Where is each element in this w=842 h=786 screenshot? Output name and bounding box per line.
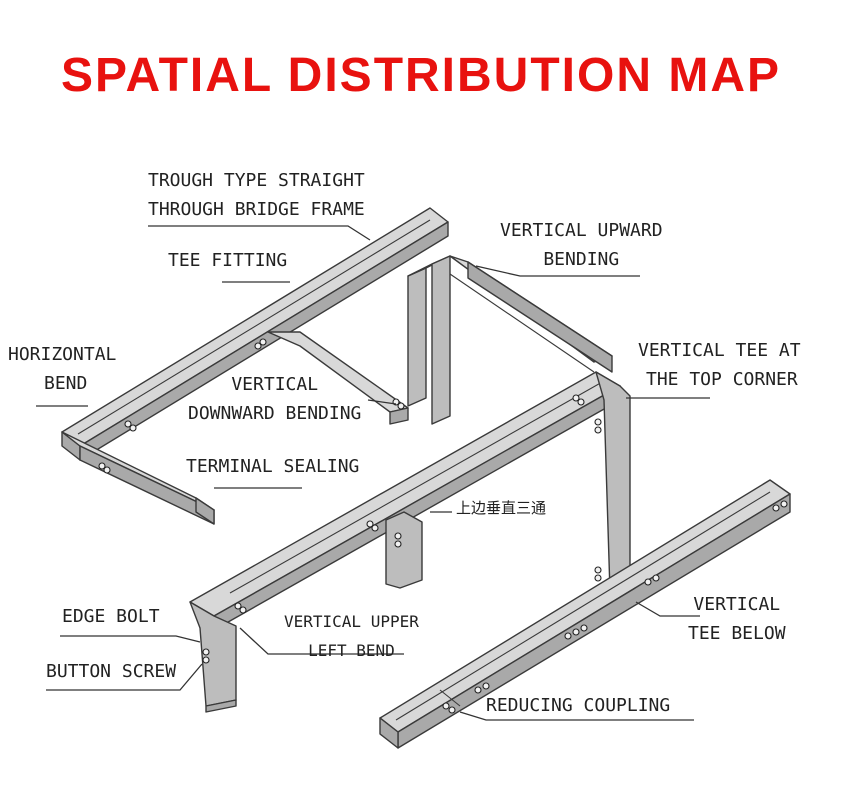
label-reducing-coupling: REDUCING COUPLING [486,695,671,716]
label-terminal-sealing: TERMINAL SEALING [186,456,360,477]
bolt-groups [98,338,788,714]
label-vertical-upper-left: VERTICAL UPPER LEFT BEND [284,612,419,660]
label-tee-fitting: TEE FITTING [168,250,288,271]
label-trough-straight: TROUGH TYPE STRAIGHT THROUGH BRIDGE FRAM… [148,170,365,220]
label-upper-vertical-tee-cn: 上边垂直三通 [456,499,547,517]
leader-lines [36,225,710,721]
label-vertical-upward: VERTICAL UPWARD BENDING [500,220,663,270]
lower-tray-run [189,371,631,713]
label-button-screw: BUTTON SCREW [46,661,177,682]
page-title: SPATIAL DISTRIBUTION MAP [61,49,781,102]
label-vertical-tee-top: VERTICAL TEE AT THE TOP CORNER [638,340,801,390]
label-edge-bolt: EDGE BOLT [62,606,160,627]
bottom-tray-run [379,479,791,749]
label-vertical-downward: VERTICAL DOWNWARD BENDING [188,374,362,424]
vertical-loop [407,255,613,425]
label-vertical-tee-below: VERTICAL TEE BELOW [688,594,786,644]
label-horizontal-bend: HORIZONTAL BEND [8,344,117,394]
